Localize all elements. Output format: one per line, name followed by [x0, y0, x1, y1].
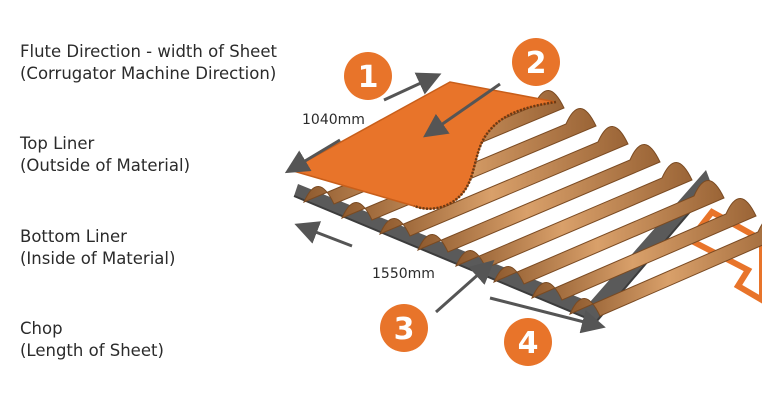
- flute-ridge: [531, 198, 757, 301]
- width-dimension-label: 1040mm: [302, 112, 365, 128]
- top-liner-jagged-edge: [413, 100, 557, 210]
- legend-item-flute-direction: Flute Direction - width of Sheet (Corrug…: [20, 41, 277, 85]
- width-arrow-up: [383, 72, 442, 102]
- svg-text:4: 4: [518, 326, 539, 361]
- flute-ridge: [379, 126, 629, 237]
- svg-text:3: 3: [394, 312, 415, 347]
- legend-item-top-liner: Top Liner (Outside of Material): [20, 133, 190, 177]
- badge-3: 3: [380, 304, 428, 352]
- flute-ridge: [493, 180, 725, 285]
- legend-title: Top Liner: [20, 134, 95, 153]
- top-liner-pointer-arrow: [423, 82, 501, 138]
- chop-arrow: [489, 296, 606, 334]
- bottom-liner-pointer-arrow: [435, 260, 495, 314]
- width-arrow-down: [284, 138, 341, 174]
- flute-ridge: [569, 223, 762, 317]
- legend-title: Bottom Liner: [20, 227, 127, 246]
- length-arrow-left: [294, 221, 353, 248]
- legend-subtitle: (Inside of Material): [20, 249, 176, 268]
- legend-subtitle: (Outside of Material): [20, 156, 191, 175]
- legend-item-bottom-liner: Bottom Liner (Inside of Material): [20, 226, 175, 270]
- badge-2: 2: [512, 38, 560, 86]
- legend-subtitle: (Length of Sheet): [20, 341, 164, 360]
- bottom-liner-sheet: [294, 170, 712, 322]
- legend-item-chop: Chop (Length of Sheet): [20, 318, 164, 362]
- legend-title: Chop: [20, 319, 63, 338]
- svg-text:1: 1: [358, 60, 379, 95]
- svg-text:2: 2: [526, 46, 547, 81]
- legend-title: Flute Direction - width of Sheet: [20, 42, 277, 61]
- flute-ridge: [455, 162, 693, 269]
- badge-1: 1: [344, 52, 392, 100]
- flute-ridge: [417, 144, 661, 253]
- length-dimension-label: 1550mm: [372, 266, 435, 282]
- badge-4: 4: [504, 318, 552, 366]
- legend-subtitle: (Corrugator Machine Direction): [20, 64, 277, 83]
